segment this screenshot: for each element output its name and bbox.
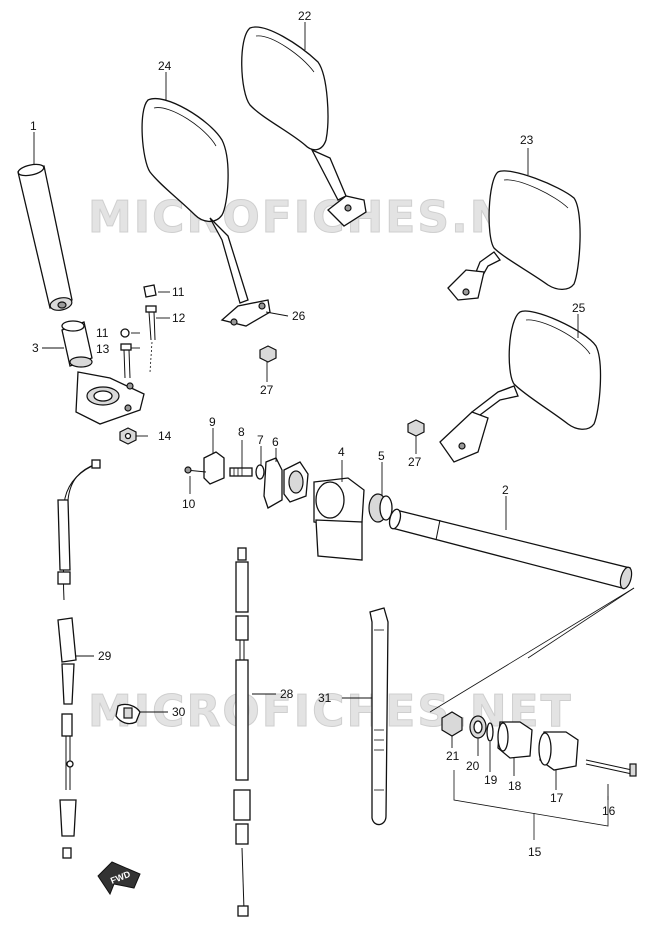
callout-3: 3	[32, 341, 39, 355]
callout-19: 19	[484, 773, 498, 787]
callout-10: 10	[182, 497, 196, 511]
callout-20: 20	[466, 759, 480, 773]
fwd-arrow-icon: FWD	[97, 861, 141, 896]
part-30-cable-clamp	[115, 703, 141, 725]
callout-labels: 1 2 3 4 5 6 7 8 9 10 11 11 12 13 14 15 1…	[30, 9, 616, 859]
part-1-grip	[17, 163, 73, 311]
part-29-throttle-cable	[57, 459, 101, 859]
callout-11-lower: 11	[96, 326, 109, 340]
callout-22: 22	[298, 9, 312, 23]
callout-29: 29	[98, 649, 112, 663]
callout-31: 31	[318, 691, 332, 705]
callout-18: 18	[508, 779, 522, 793]
callout-4: 4	[338, 445, 345, 459]
callout-16: 16	[602, 804, 616, 818]
part-24-mirror-left	[141, 97, 277, 363]
callout-8: 8	[238, 425, 245, 439]
callout-26: 26	[292, 309, 306, 323]
callout-17: 17	[550, 791, 564, 805]
part-23-mirror-right	[447, 170, 581, 301]
callout-25: 25	[572, 301, 586, 315]
callout-2: 2	[502, 483, 509, 497]
callout-13: 13	[96, 342, 110, 356]
leader-lines	[33, 22, 609, 800]
callout-9: 9	[209, 415, 216, 429]
switch-parts-4-10	[184, 451, 393, 561]
callout-24: 24	[158, 59, 172, 73]
guide-line	[429, 587, 635, 713]
part-2-handlebar-tube	[388, 508, 633, 590]
callout-12: 12	[172, 311, 186, 325]
part-31-strap	[369, 607, 389, 826]
part-25-mirror-left-rear	[407, 310, 602, 463]
callout-15: 15	[528, 845, 542, 859]
part-3-throttle-housing	[61, 320, 145, 425]
callout-27-upper: 27	[260, 383, 274, 397]
guide-line-2	[527, 587, 635, 659]
callout-27-lower: 27	[408, 455, 422, 469]
callout-6: 6	[272, 435, 279, 449]
part-22-mirror-right-rear	[241, 26, 367, 227]
callout-21: 21	[446, 749, 460, 763]
bar-end-assembly	[441, 711, 637, 840]
callout-14: 14	[158, 429, 172, 443]
callout-11-upper: 11	[172, 285, 185, 299]
callout-7: 7	[257, 433, 264, 447]
part-28-clutch-cable	[233, 547, 251, 917]
callout-23: 23	[520, 133, 534, 147]
callout-28: 28	[280, 687, 294, 701]
callout-5: 5	[378, 449, 385, 463]
callout-1: 1	[30, 119, 37, 133]
callout-30: 30	[172, 705, 186, 719]
fasteners-11-14	[119, 284, 157, 445]
